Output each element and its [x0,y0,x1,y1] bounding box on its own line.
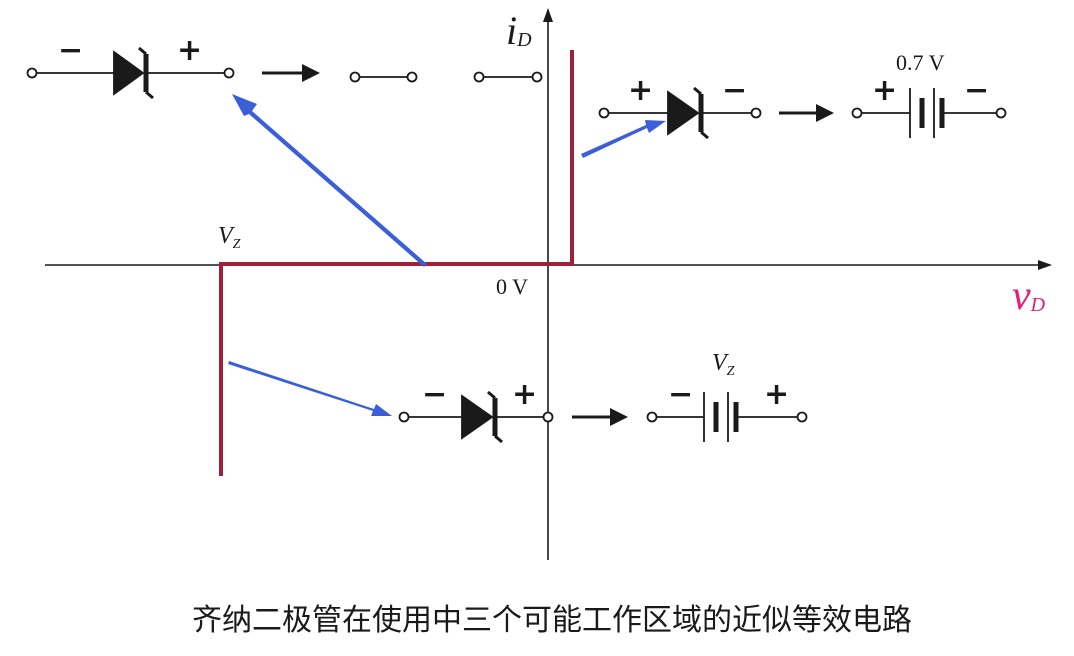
off-minus-sign: − [58,33,83,68]
forward-plus-sign: + [628,73,653,108]
pointer-arrows [228,94,666,416]
circuit-zener-region [398,390,808,444]
figure-caption: 齐纳二极管在使用中三个可能工作区域的近似等效电路 [192,603,912,638]
diode-icon [113,50,145,96]
origin-label: 0 V [496,274,528,299]
pointer-arrow-zener [228,361,392,416]
x-axis-label: vD [1012,273,1046,319]
zener-characteristic-curve [219,50,574,476]
zener-battery-minus: − [668,377,693,412]
zener-minus-sign: − [422,377,447,412]
vz-label: VZ [218,223,241,252]
forward-battery-minus: − [964,73,989,108]
diode-icon [667,90,700,136]
pointer-arrow-off [232,94,427,267]
pointer-arrow-forward [581,120,666,158]
zener-plus-sign: + [512,377,537,412]
axes: iD vD 0 V VZ [45,8,1052,560]
zener-battery-plus: + [764,377,789,412]
circuit-forward-region [598,86,1007,140]
forward-battery-plus: + [872,73,897,108]
forward-voltage-label: 0.7 V [896,50,945,75]
diode-icon [461,394,494,440]
y-axis-label: iD [506,8,532,53]
zener-voltage-label: VZ [712,350,735,379]
off-plus-sign: + [177,33,202,68]
forward-minus-sign: − [722,73,747,108]
circuit-off-region [26,46,543,100]
